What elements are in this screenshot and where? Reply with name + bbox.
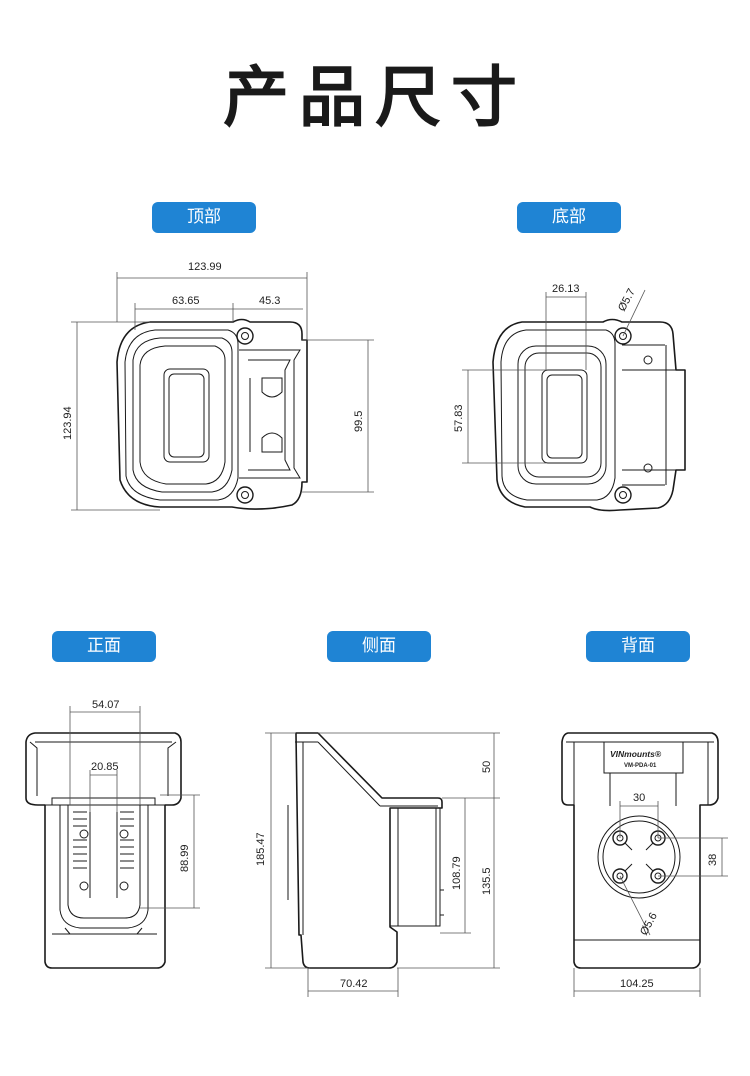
dim-top-left-width: 63.65 [172,295,200,307]
dim-back-width: 104.25 [620,978,654,990]
dim-front-inner-width: 20.85 [91,761,119,773]
page-title: 产品尺寸 [223,59,527,136]
dim-side-base: 70.42 [340,978,368,990]
dim-bottom-height: 57.83 [453,404,465,432]
dim-top-slot: 99.5 [353,411,365,432]
dim-side-lower: 135.5 [481,867,493,895]
dim-front-top-width: 54.07 [92,699,120,711]
back-model-number: VM-PDA-01 [624,763,657,769]
label-back-view: 背面 [586,631,690,662]
dim-side-top: 50 [481,761,493,773]
dim-back-spacing-v: 38 [707,854,719,866]
label-top-view: 顶部 [152,202,256,233]
dim-back-hole: Ø5.6 [638,911,660,938]
dim-side-total-height: 185.47 [255,832,267,866]
dim-front-height: 88.99 [179,844,191,872]
dim-back-spacing-h: 30 [633,792,645,804]
dim-side-pocket: 108.79 [451,856,463,890]
dim-top-overall-width: 123.99 [188,261,222,273]
label-front-view: 正面 [52,631,156,662]
front-slots [73,811,134,898]
dim-top-height: 123.94 [62,406,74,440]
back-brand-logo: VINmounts® [610,749,662,759]
dim-top-right-width: 45.3 [259,295,280,307]
label-bottom-view: 底部 [517,202,621,233]
dim-bottom-width: 26.13 [552,283,580,295]
label-side-view: 侧面 [327,631,431,662]
